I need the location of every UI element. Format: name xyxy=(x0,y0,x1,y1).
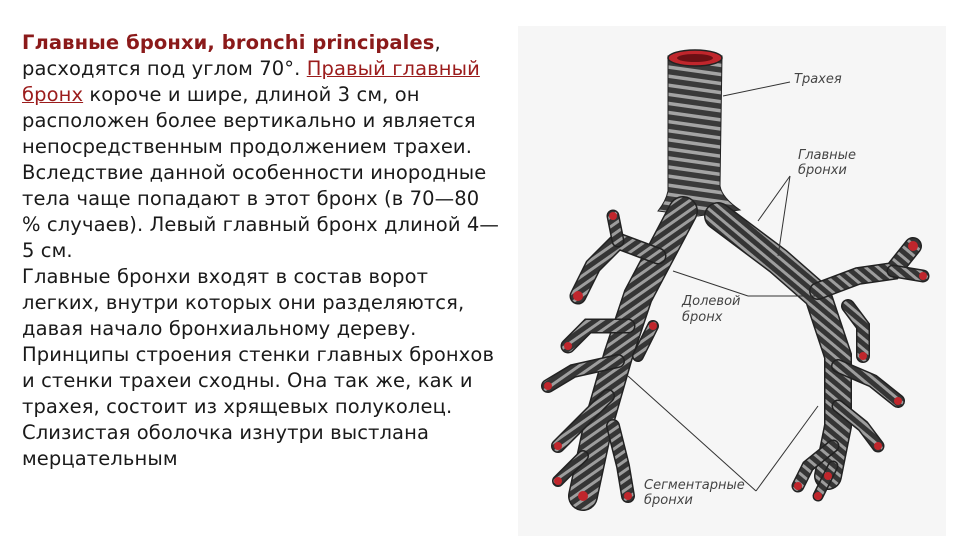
right-main-bronchus xyxy=(541,196,698,511)
heading-term: Главные бронхи, bronchi principales xyxy=(22,31,435,54)
paragraph-bronchial-tree: Главные бронхи входят в состав ворот лег… xyxy=(22,265,495,470)
text-column: Главные бронхи, bronchi principales, рас… xyxy=(22,30,502,472)
label-main-bronchi-line1: Главные xyxy=(798,148,856,163)
trachea xyxy=(657,49,742,217)
label-trachea: Трахея xyxy=(794,72,842,87)
label-lobar-bronchus-line2: бронх xyxy=(682,310,723,325)
right-bronchus-link[interactable]: Правый главный бронх xyxy=(22,57,480,106)
paragraph-text: короче и шире, длиной 3 см, он расположе… xyxy=(22,83,500,262)
bronchi-illustration: Трахея Главные бронхи Долевой бронх Сегм… xyxy=(518,26,946,536)
label-segmental-bronchi-line2: бронхи xyxy=(644,493,693,508)
bronchial-tree-drawing xyxy=(541,49,930,511)
label-main-bronchi-line2: бронхи xyxy=(798,163,847,178)
left-main-bronchus xyxy=(704,202,930,502)
paragraph-main-bronchi: Главные бронхи, bronchi principales, рас… xyxy=(22,30,502,264)
label-segmental-bronchi-line1: Сегментарные xyxy=(644,478,745,493)
paragraph-text: , расходятся под углом 70°. xyxy=(22,31,441,80)
label-pointers xyxy=(627,81,819,492)
bronchus-lumen-tips xyxy=(544,212,927,501)
label-lobar-bronchus-line1: Долевой xyxy=(682,294,741,309)
